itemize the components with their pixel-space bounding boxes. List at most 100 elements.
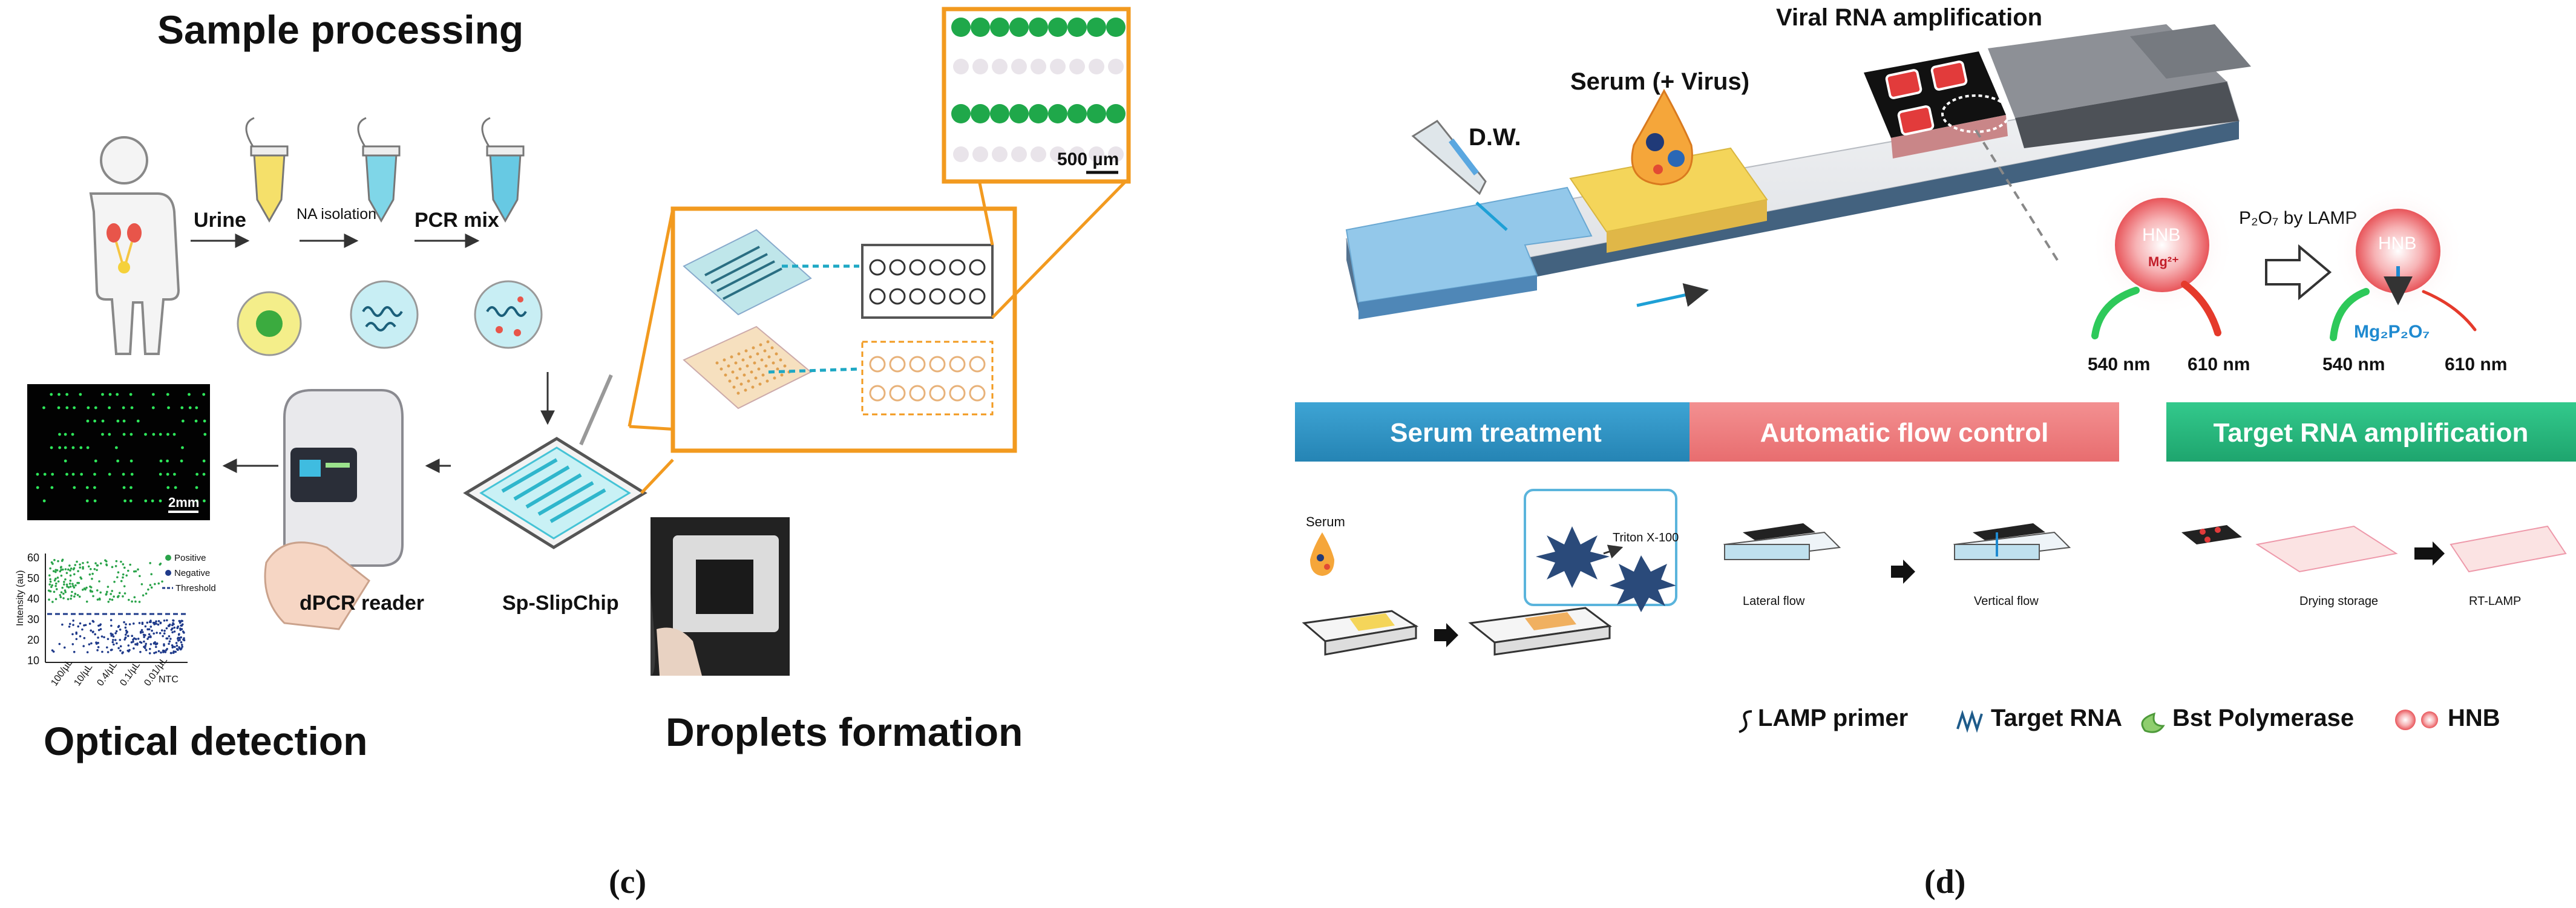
fluorescence-dot [64, 446, 67, 449]
negative-point [155, 645, 157, 648]
well-bottom [909, 385, 926, 402]
negative-point [90, 642, 93, 645]
positive-point [122, 573, 125, 576]
negative-point [180, 619, 183, 622]
hnb-label-2: HNB [2378, 234, 2416, 253]
negative-point [180, 647, 183, 650]
negative-point [148, 633, 151, 636]
positive-point [48, 574, 51, 576]
fluorescence-dot [116, 419, 120, 423]
zoom-line-e [991, 177, 1130, 319]
slipchip-icon [463, 374, 647, 549]
negative-point [111, 633, 114, 636]
fluorescence-dot [188, 393, 191, 396]
dpcr-reader-label: dPCR reader [300, 592, 424, 615]
micro-droplet [1011, 146, 1027, 162]
xtick-10: 10/µL [72, 662, 94, 688]
positive-point [157, 582, 160, 585]
micro-droplet [1048, 104, 1067, 123]
positive-point [106, 590, 108, 593]
fluorescence-dot [85, 499, 89, 503]
positive-point [53, 559, 56, 561]
micro-droplet [953, 146, 969, 162]
zoom-line-c [628, 208, 675, 427]
negative-point [133, 637, 136, 640]
positive-point [74, 593, 77, 595]
inset-dot [739, 382, 743, 386]
negative-point [163, 629, 166, 632]
negative-point [162, 651, 165, 653]
negative-point [117, 625, 120, 629]
negative-point [77, 625, 80, 628]
positive-point [161, 580, 163, 583]
micro-droplet [953, 59, 969, 74]
negative-point [124, 636, 127, 639]
fluorescence-dot [144, 433, 147, 436]
fluorescence-dot [195, 486, 198, 489]
micro-droplet [1089, 59, 1104, 74]
droplet-inset [670, 206, 1017, 453]
inset-dot [734, 361, 738, 365]
fluorescence-dot [94, 406, 97, 410]
fluorescence-dot [166, 486, 170, 489]
negative-point [164, 651, 167, 653]
negative-point [139, 641, 142, 644]
banner-flow-text: Automatic flow control [1760, 418, 2049, 448]
negative-point [94, 633, 96, 636]
positive-point [61, 586, 64, 589]
fluorescence-dot [194, 419, 198, 423]
micro-droplet [951, 18, 971, 37]
inset-dot [772, 361, 775, 365]
negative-point [146, 628, 149, 631]
hnb-complex-1: HNB Mg²⁺ 540 nm 610 nm [2088, 172, 2250, 374]
positive-point [139, 575, 141, 578]
fluorescence-dot [58, 446, 62, 449]
fluorescence-dot [101, 433, 104, 436]
panel-d: Viral RNA amplification [1295, 4, 2576, 901]
negative-point [125, 623, 127, 625]
droplet-micrograph: 500 µm [942, 7, 1131, 184]
positive-point [137, 568, 139, 571]
negative-point [58, 642, 61, 645]
negative-point [168, 642, 170, 645]
fluorescence-dot [42, 406, 45, 410]
plot-scatter-points [47, 558, 186, 655]
negative-point [149, 647, 151, 650]
inset-dot [761, 373, 765, 377]
well-bottom [929, 356, 946, 373]
fluorescence-dot [159, 433, 162, 436]
positive-point [66, 585, 68, 588]
legend-bst-polymerase: Bst Polymerase [2172, 705, 2354, 731]
inset-dot [779, 358, 782, 362]
negative-point [145, 648, 148, 652]
fluorescence-dot [203, 433, 207, 436]
positive-point [123, 592, 126, 595]
negative-point [149, 625, 152, 628]
positive-point [73, 573, 76, 576]
inset-dot [757, 367, 761, 371]
positive-point [72, 568, 75, 570]
positive-point [154, 583, 156, 586]
positive-point [67, 568, 70, 571]
fluorescence-dot [80, 472, 84, 476]
positive-point [57, 580, 60, 583]
fluorescence-dot [79, 446, 83, 449]
negative-point [149, 636, 152, 638]
positive-point [63, 581, 65, 583]
inset-dot [783, 364, 787, 368]
panel-d-legend: LAMP primer Target RNA Bst Polymerase HN… [1739, 705, 2500, 733]
pcr-mix-label: PCR mix [415, 209, 499, 232]
negative-point [88, 643, 91, 645]
negative-point [167, 625, 170, 627]
positive-point [138, 601, 141, 603]
micro-droplet [992, 59, 1008, 74]
hnb-icon-a [2395, 710, 2416, 730]
positive-point [48, 598, 50, 601]
positive-point [111, 598, 114, 601]
negative-point [163, 619, 166, 622]
positive-point [85, 586, 88, 589]
negative-point [139, 630, 142, 633]
positive-point [105, 560, 108, 563]
negative-point [179, 621, 182, 624]
fluorescence-dot [151, 406, 155, 410]
